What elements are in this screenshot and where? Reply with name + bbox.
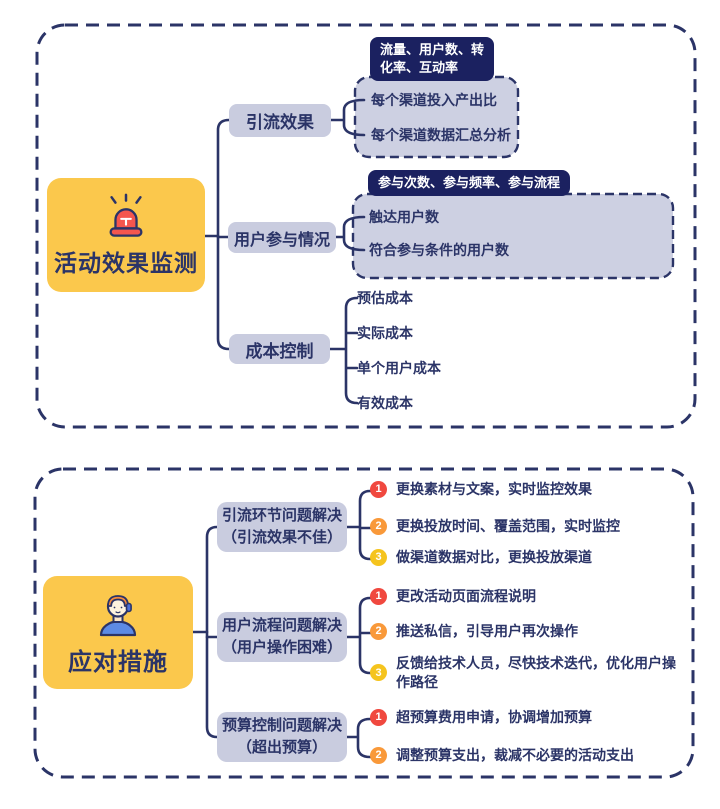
cost-leaf: 有效成本 [357,395,413,411]
solution-node-userflow: 用户流程问题解决 （用户操作困难） [217,612,347,662]
step-badge-1: 1 [370,708,387,726]
step-text: 更换投放时间、覆盖范围，实时监控 [396,518,620,534]
branch-node-cost: 成本控制 [229,334,330,364]
traffic-metrics-panel [353,75,520,159]
branch-label: 成本控制 [245,341,314,361]
panel-item: 每个渠道投入产出比 [371,92,497,108]
step-badge-2: 2 [370,746,387,764]
solution-subtitle: （超出预算） [236,739,327,756]
monitor-connectors [203,98,366,405]
solution-subtitle: （引流效果不佳） [221,529,342,546]
monitor-container-border [35,23,697,429]
support-agent-icon [94,589,142,637]
solution-subtitle: （用户操作困难） [221,639,342,656]
measures-container-border [33,467,695,779]
alarm-icon [103,193,149,239]
root-node-measures: 应对措施 [43,576,193,689]
step-badge-3: 3 [370,548,387,566]
root-node-monitor: 活动效果监测 [47,178,205,292]
step-badge-2: 2 [370,622,387,640]
root-label-measures: 应对措施 [68,648,168,676]
step-badge-3: 3 [370,664,387,682]
step-text: 推送私信，引导用户再次操作 [396,623,578,639]
step-badge-1: 1 [370,480,387,498]
branch-node-traffic: 引流效果 [229,104,331,137]
step-text: 调整预算支出，裁减不必要的活动支出 [396,747,634,763]
cost-leaf: 预估成本 [357,290,413,306]
root-label-monitor: 活动效果监测 [54,249,198,276]
cost-leaf: 单个用户成本 [357,360,441,376]
step-row: 2 更换投放时间、覆盖范围，实时监控 [370,517,620,536]
metric-tag-traffic: 流量、用户数、转化率、互动率 [370,37,494,81]
panel-item: 符合参与条件的用户数 [369,242,509,258]
step-text: 做渠道数据对比，更换投放渠道 [396,549,592,565]
branch-label: 用户参与情况 [233,231,330,249]
step-badge-1: 1 [370,587,387,605]
step-badge-2: 2 [370,517,387,535]
solution-title: 引流环节问题解决 [221,506,342,524]
panel-item: 触达用户数 [369,209,439,225]
step-text: 超预算费用申请，协调增加预算 [396,709,592,725]
branch-label: 引流效果 [246,113,314,132]
step-text: 更改活动页面流程说明 [396,588,536,604]
step-row: 3 反馈给技术人员，尽快技术迭代，优化用户操作路径 [370,654,688,692]
step-text: 反馈给技术人员，尽快技术迭代，优化用户操作路径 [396,655,676,690]
step-row: 1 更换素材与文案，实时监控效果 [370,480,592,499]
solution-node-traffic: 引流环节问题解决 （引流效果不佳） [217,502,347,552]
step-row: 2 推送私信，引导用户再次操作 [370,622,578,641]
branch-node-participation: 用户参与情况 [228,222,336,253]
step-text: 更换素材与文案，实时监控效果 [396,481,592,497]
cost-leaf: 实际成本 [357,325,413,341]
solution-title: 预算控制问题解决 [221,716,342,734]
solution-title: 用户流程问题解决 [221,616,342,634]
metric-tag-participation: 参与次数、参与频率、参与流程 [368,170,571,196]
step-row: 1 超预算费用申请，协调增加预算 [370,708,592,727]
step-row: 2 调整预算支出，裁减不必要的活动支出 [370,746,634,765]
solution-node-budget: 预算控制问题解决 （超出预算） [217,712,347,762]
panel-item: 每个渠道数据汇总分析 [371,127,511,143]
step-row: 3 做渠道数据对比，更换投放渠道 [370,548,592,567]
measures-connectors [191,489,372,759]
step-row: 1 更改活动页面流程说明 [370,587,536,606]
